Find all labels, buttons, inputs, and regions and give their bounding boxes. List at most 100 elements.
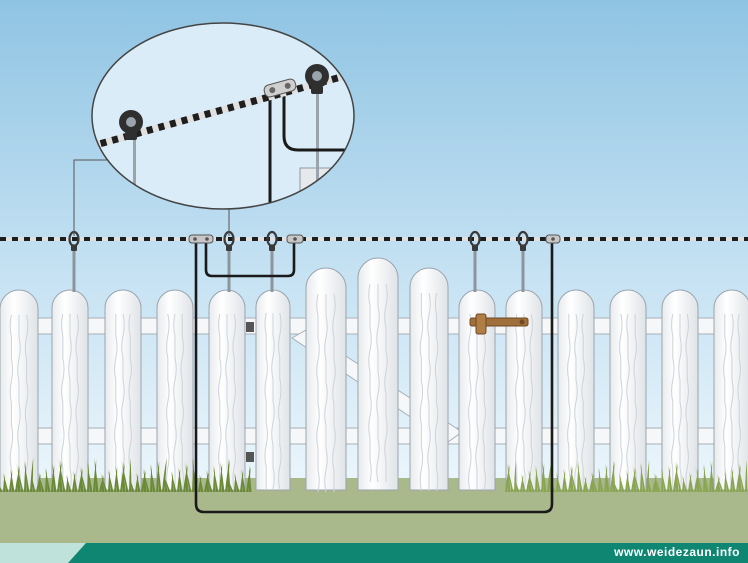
grass-blade — [142, 466, 150, 492]
grass-blade — [598, 468, 601, 492]
grass-blade — [590, 469, 598, 492]
grass-blade — [87, 463, 90, 492]
picket — [104, 289, 142, 491]
grass-blade — [205, 468, 213, 492]
insulator-rod — [270, 244, 274, 292]
grass-blade — [710, 459, 715, 492]
insulator-rod — [72, 244, 76, 292]
grass-blade — [542, 461, 547, 492]
grass-blade — [178, 466, 183, 492]
grass-blade — [37, 470, 45, 492]
grass-blade — [576, 459, 583, 492]
grass-blade — [674, 459, 682, 492]
insulator-rod — [473, 244, 477, 292]
grass-blade — [163, 474, 171, 492]
grass-blade — [506, 461, 514, 492]
insulator-rod — [521, 244, 525, 292]
picket — [51, 289, 89, 491]
insulator-icon — [119, 110, 143, 140]
grass-blade — [58, 457, 66, 492]
grass-blade — [23, 459, 30, 492]
picket — [409, 267, 449, 492]
picket — [208, 289, 246, 491]
picket — [661, 289, 699, 491]
picket — [505, 289, 543, 491]
grass-blade — [170, 470, 177, 492]
grass-blade — [199, 474, 204, 492]
grass-blade — [65, 474, 72, 492]
grass-blade — [660, 468, 667, 492]
insulator-rods — [72, 244, 525, 292]
pickets — [0, 257, 748, 493]
website-label: www.weidezaun.info — [614, 545, 740, 559]
grass-blade — [31, 475, 36, 492]
grass-blade — [226, 475, 234, 492]
grass-blade — [108, 470, 111, 492]
grass-blade — [39, 472, 42, 492]
grass-blade — [724, 471, 727, 492]
grass-blade — [605, 463, 610, 492]
grass-blade — [689, 471, 694, 492]
grass-blade — [597, 466, 604, 492]
gate-latch-icon — [469, 313, 529, 335]
insulator-icon — [517, 230, 529, 251]
wire-connector-icon — [286, 234, 304, 244]
grass-blade — [534, 464, 541, 492]
picket — [0, 289, 39, 492]
grass-blade — [737, 461, 745, 492]
grass-blade — [577, 461, 580, 492]
grass-blade — [3, 474, 6, 492]
picket — [305, 267, 347, 493]
grass-blade — [682, 476, 685, 492]
grass-blade — [24, 461, 27, 492]
grass-blade — [150, 465, 153, 492]
hinge-icon — [246, 322, 254, 332]
grass-blade — [157, 459, 162, 492]
grass-blade — [45, 468, 48, 492]
grass-blade — [613, 459, 616, 492]
grass-blade — [233, 472, 240, 492]
picket — [357, 257, 399, 491]
grass-blade — [556, 473, 559, 492]
grass-blade — [115, 465, 120, 492]
grass-blade — [241, 468, 246, 492]
hinge-icon — [246, 452, 254, 462]
grass-blade — [213, 466, 216, 492]
footer-band — [0, 543, 748, 563]
grass-blade — [521, 473, 526, 492]
grass-blade — [653, 471, 661, 492]
picket — [255, 289, 291, 491]
grass-blade — [171, 472, 174, 492]
insulator-rod — [227, 244, 231, 292]
grass-blade — [107, 468, 114, 492]
grass-blade — [52, 463, 57, 492]
insulator-icon — [266, 230, 278, 251]
callout-leader — [73, 159, 230, 236]
grass-blade — [535, 466, 538, 492]
picket — [156, 289, 194, 491]
grass-blade — [149, 463, 156, 492]
grass-blade — [212, 465, 219, 492]
wire-connector-icon — [545, 234, 561, 244]
picket — [609, 289, 647, 491]
grass-blade — [136, 472, 141, 492]
grass-blade — [619, 475, 622, 492]
grass-blade — [555, 471, 562, 492]
grass-blade — [220, 461, 225, 492]
insulator-icon — [305, 64, 329, 94]
grass — [0, 457, 748, 492]
grass-blade — [234, 474, 237, 492]
grass-blade — [0, 486, 3, 492]
grass-blade — [162, 457, 167, 492]
grass-blade — [640, 463, 643, 492]
grass-blade — [639, 461, 646, 492]
grass-blade — [618, 473, 625, 492]
grass-blade — [655, 473, 658, 492]
grass-blade — [513, 476, 520, 492]
picket — [557, 289, 595, 491]
grass-blade — [731, 466, 736, 492]
grass-blade — [66, 475, 69, 492]
grass-blade — [192, 459, 195, 492]
grass-blade — [249, 465, 252, 492]
